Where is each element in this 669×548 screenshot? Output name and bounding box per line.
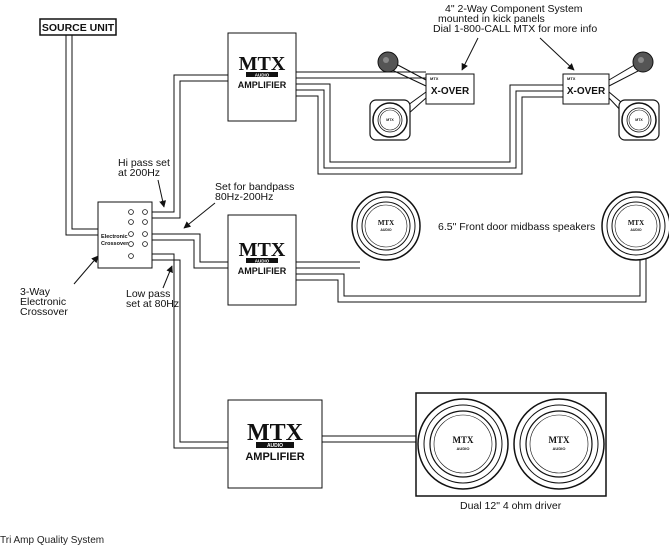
tweeter-left — [377, 51, 399, 73]
mtx-mini-logo: MTX — [430, 76, 439, 81]
low-pass-line1: Low pass — [126, 288, 171, 300]
component-woofer-left: MTX — [369, 99, 411, 141]
mtx-logo: MTX — [247, 420, 304, 446]
x-over-label: X-OVER — [567, 86, 606, 97]
amplifier-2: MTX AUDIO AMPLIFIER — [227, 214, 297, 306]
x-over-right: MTX X-OVER — [562, 73, 610, 105]
x-over-left: MTX X-OVER — [425, 73, 475, 105]
audio-sublogo: AUDIO — [380, 228, 392, 232]
component-woofer-right: MTX — [618, 99, 660, 141]
three-way-line3: Crossover — [20, 306, 68, 318]
audio-sublogo: AUDIO — [267, 443, 283, 449]
amplifier-3: MTX AUDIO AMPLIFIER — [227, 399, 323, 489]
dual-driver-note: Dual 12" 4 ohm driver — [460, 500, 562, 512]
wiring — [65, 35, 647, 449]
audio-sublogo: AUDIO — [457, 446, 470, 451]
mtx-logo: MTX — [453, 435, 474, 445]
bandpass-line1: Set for bandpass — [215, 181, 295, 193]
tweeter-right — [632, 51, 654, 73]
source-unit-label: SOURCE UNIT — [42, 22, 115, 34]
low-pass-line2: set at 80Hz — [126, 298, 180, 310]
component-note-line2: mounted in kick panels — [438, 13, 545, 25]
amplifier-1: MTX AUDIO AMPLIFIER — [227, 32, 297, 122]
midbass-note: 6.5" Front door midbass speakers — [438, 221, 596, 233]
annotation-arrows — [73, 37, 575, 289]
crossover-label-line1: Electronic — [101, 234, 128, 240]
audio-sublogo: AUDIO — [255, 73, 270, 78]
mtx-mini-logo: MTX — [635, 118, 643, 122]
subwoofer-right: MTX AUDIO — [513, 398, 605, 490]
audio-sublogo: AUDIO — [255, 259, 270, 264]
x-over-label: X-OVER — [431, 86, 470, 97]
diagram-caption: Tri Amp Quality System — [0, 535, 105, 546]
midbass-speaker-right: MTX AUDIO — [601, 191, 669, 261]
three-way-line2: Electronic — [20, 296, 67, 308]
crossover-label-line2: Crossover — [101, 241, 129, 247]
hi-pass-line1: Hi pass set — [118, 157, 170, 169]
bandpass-line2: 80Hz-200Hz — [215, 191, 274, 203]
component-note-line3: Dial 1-800-CALL MTX for more info — [433, 23, 598, 35]
three-way-line1: 3-Way — [20, 286, 50, 298]
subwoofer-left: MTX AUDIO — [417, 398, 509, 490]
mtx-mini-logo: MTX — [567, 76, 576, 81]
midbass-speaker-left: MTX AUDIO — [351, 191, 421, 261]
source-unit: SOURCE UNIT — [39, 18, 117, 36]
amplifier-label: AMPLIFIER — [238, 80, 287, 90]
component-note-line1: 4" 2-Way Component System — [445, 3, 583, 15]
amplifier-label: AMPLIFIER — [245, 451, 304, 463]
hi-pass-line2: at 200Hz — [118, 167, 161, 179]
mtx-logo: MTX — [239, 53, 286, 75]
mtx-logo: MTX — [378, 219, 394, 227]
electronic-crossover: Electronic Crossover — [97, 201, 153, 269]
mtx-logo: MTX — [239, 239, 286, 261]
mtx-logo: MTX — [628, 219, 644, 227]
subwoofer-enclosure: MTX AUDIO MTX AUDIO — [415, 392, 607, 497]
audio-sublogo: AUDIO — [553, 446, 566, 451]
amplifier-label: AMPLIFIER — [238, 266, 287, 276]
mtx-mini-logo: MTX — [386, 118, 394, 122]
audio-sublogo: AUDIO — [630, 228, 642, 232]
mtx-logo: MTX — [549, 435, 570, 445]
